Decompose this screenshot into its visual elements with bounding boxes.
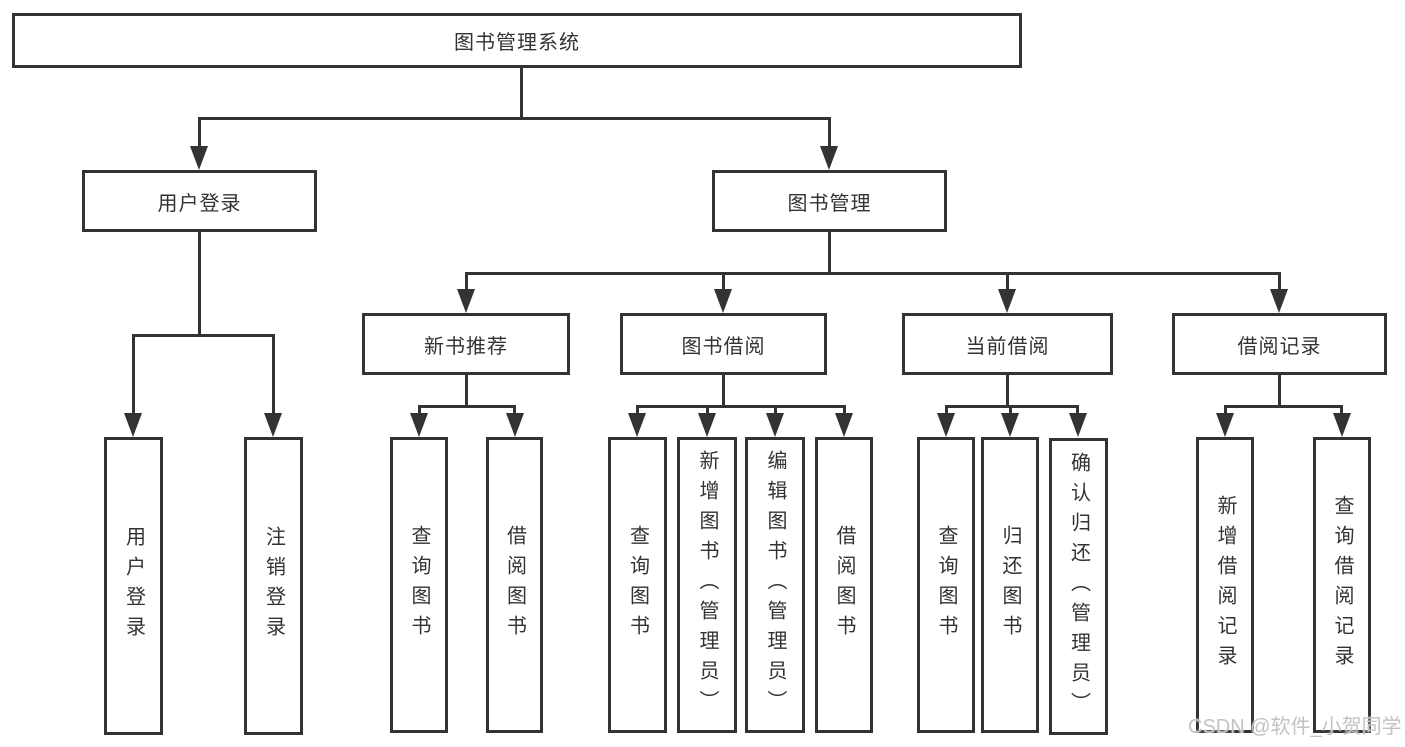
connector-line (198, 117, 831, 120)
arrowhead-down-icon (1270, 289, 1288, 313)
node-label: 图书管理系统 (454, 32, 580, 54)
connector-line (132, 334, 135, 416)
arrowhead-down-icon (766, 413, 784, 437)
node-label: 借阅记录 (1237, 335, 1322, 358)
arrowhead-down-icon (835, 413, 853, 437)
leaf-label: 查询图书 (935, 525, 957, 645)
arrowhead-down-icon (457, 289, 475, 313)
connector-line (272, 334, 275, 416)
leaf-label: 查询借阅记录 (1331, 495, 1353, 675)
connector-line (774, 405, 777, 417)
connector-line (513, 405, 516, 417)
connector-line (198, 117, 201, 149)
leaf-return-books: 归还图书 (981, 437, 1039, 733)
node-new-book-recommendation: 新书推荐 (362, 313, 570, 375)
arrowhead-down-icon (714, 289, 732, 313)
connector-line (1006, 374, 1009, 407)
connector-line (828, 117, 831, 149)
leaf-label: 注销登录 (262, 526, 285, 646)
leaf-confirm-return-admin: 确认归还（管理员） (1049, 438, 1108, 735)
connector-line (636, 405, 845, 408)
leaf-edit-books-admin: 编辑图书（管理员） (745, 437, 805, 733)
connector-line (843, 405, 846, 417)
arrowhead-down-icon (124, 413, 142, 437)
leaf-query-books-recommend: 查询图书 (390, 437, 448, 733)
arrowhead-down-icon (190, 146, 208, 170)
leaf-label: 用户登录 (122, 526, 145, 646)
node-label: 当前借阅 (965, 335, 1050, 358)
leaf-query-books-borrowing: 查询图书 (608, 437, 667, 733)
csdn-watermark: CSDN @软件_小贺同学 (1188, 716, 1402, 738)
leaf-logout: 注销登录 (244, 437, 303, 735)
connector-line (1224, 405, 1343, 408)
leaf-label: 确认归还（管理员） (1067, 451, 1090, 722)
connector-line (418, 405, 421, 417)
connector-line (828, 231, 831, 274)
leaf-borrow-books: 借阅图书 (815, 437, 873, 733)
node-library-management-system: 图书管理系统 (12, 13, 1022, 68)
connector-line (945, 405, 948, 417)
connector-line (520, 67, 523, 119)
arrowhead-down-icon (410, 413, 428, 437)
connector-line (465, 272, 1281, 275)
connector-line (706, 405, 709, 417)
leaf-borrow-books-recommend: 借阅图书 (486, 437, 543, 733)
leaf-label: 编辑图书（管理员） (764, 450, 786, 720)
arrowhead-down-icon (1069, 413, 1087, 437)
leaf-label: 新增借阅记录 (1214, 495, 1236, 675)
leaf-user-login: 用户登录 (104, 437, 163, 735)
connector-line (465, 272, 468, 292)
arrowhead-down-icon (1001, 413, 1019, 437)
arrowhead-down-icon (998, 289, 1016, 313)
connector-line (465, 374, 468, 407)
node-book-borrowing: 图书借阅 (620, 313, 827, 375)
arrowhead-down-icon (937, 413, 955, 437)
leaf-add-books-admin: 新增图书（管理员） (677, 437, 737, 733)
connector-line (945, 405, 1079, 408)
leaf-label: 借阅图书 (833, 525, 855, 645)
connector-line (418, 405, 516, 408)
connector-line (1278, 374, 1281, 407)
leaf-label: 查询图书 (626, 525, 649, 645)
node-label: 图书管理 (787, 192, 872, 215)
leaf-query-borrow-record: 查询借阅记录 (1313, 437, 1371, 733)
arrowhead-down-icon (506, 413, 524, 437)
node-label: 用户登录 (157, 192, 242, 215)
leaf-label: 新增图书（管理员） (696, 450, 718, 720)
connector-line (1009, 405, 1012, 417)
connector-line (198, 231, 201, 336)
node-book-management: 图书管理 (712, 170, 947, 232)
connector-line (722, 374, 725, 407)
arrowhead-down-icon (820, 146, 838, 170)
connector-line (1006, 272, 1009, 292)
arrowhead-down-icon (264, 413, 282, 437)
arrowhead-down-icon (1216, 413, 1234, 437)
arrowhead-down-icon (628, 413, 646, 437)
arrowhead-down-icon (698, 413, 716, 437)
node-label: 新书推荐 (424, 335, 508, 358)
node-user-login: 用户登录 (82, 170, 317, 232)
connector-line (1340, 405, 1343, 417)
leaf-label: 查询图书 (408, 525, 430, 645)
node-label: 图书借阅 (681, 335, 766, 358)
connector-line (1224, 405, 1227, 417)
leaf-label: 借阅图书 (503, 525, 526, 645)
node-current-borrowing: 当前借阅 (902, 313, 1113, 375)
connector-line (1278, 272, 1281, 292)
leaf-add-borrow-record: 新增借阅记录 (1196, 437, 1254, 733)
leaf-query-books-current: 查询图书 (917, 437, 975, 733)
connector-line (722, 272, 725, 292)
connector-line (132, 334, 274, 337)
leaf-label: 归还图书 (999, 525, 1021, 645)
connector-line (636, 405, 639, 417)
arrowhead-down-icon (1333, 413, 1351, 437)
connector-line (1076, 405, 1079, 417)
node-borrowing-records: 借阅记录 (1172, 313, 1387, 375)
